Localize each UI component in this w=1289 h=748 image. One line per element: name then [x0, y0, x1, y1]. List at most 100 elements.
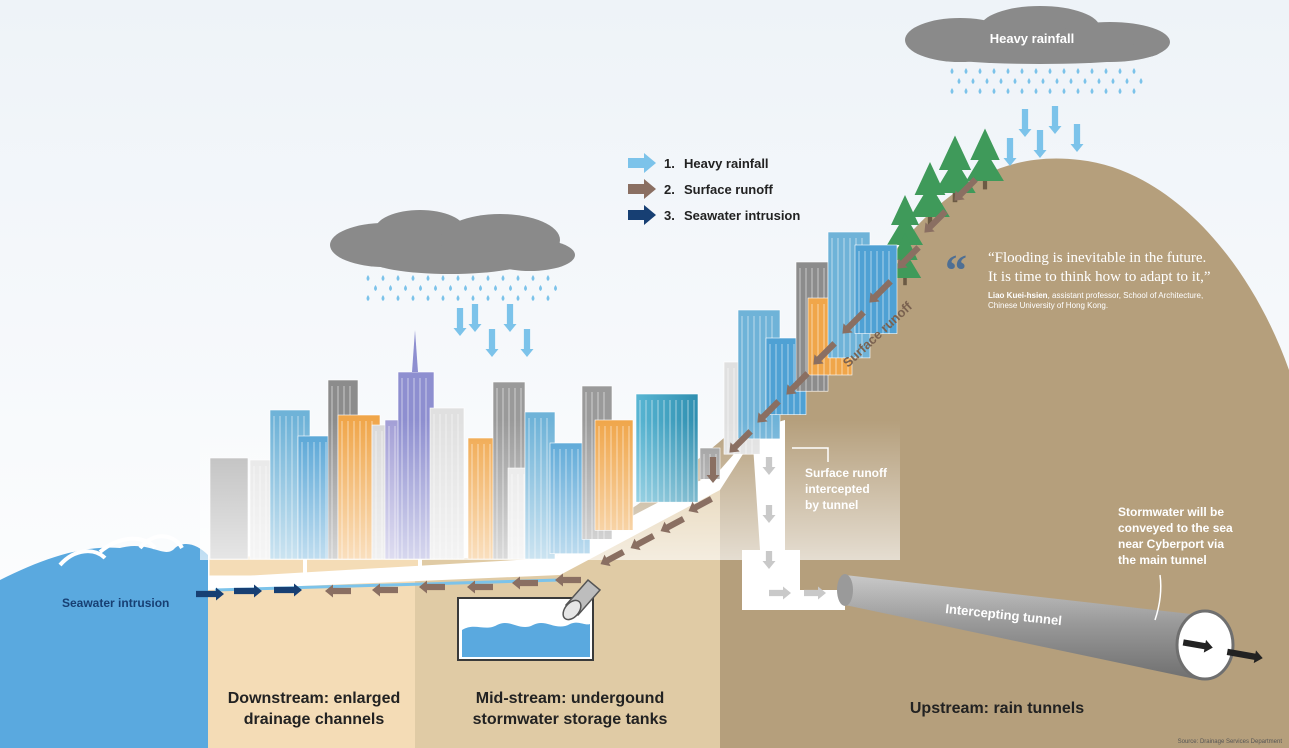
legend-seawater-arrow-icon	[628, 205, 656, 225]
raindrop-icon	[1132, 68, 1136, 74]
channel-water	[214, 578, 561, 592]
rain-arrow-icon-shape	[520, 329, 534, 357]
legend-item-seawater-intrusion: 3. Seawater intrusion	[628, 205, 800, 225]
raindrop-icon	[509, 285, 512, 291]
intercepted-callout: Surface runoff intercepted by tunnel	[792, 447, 888, 512]
outlet-arrow-icon-shape	[1226, 648, 1263, 664]
rain-arrow-icon-shape	[1003, 138, 1017, 166]
raindrop-icon	[1139, 78, 1143, 84]
raindrop-icon	[1055, 78, 1059, 84]
raindrop-icon	[1034, 68, 1038, 74]
raindrop-icon	[381, 295, 385, 301]
rain-arrow-icon	[1018, 109, 1032, 137]
runoff-arrow-icon-shape	[786, 371, 810, 395]
raindrop-icon	[1104, 68, 1108, 74]
shaft-arrow-icon-shape	[804, 586, 826, 600]
raindrop-icon	[554, 285, 557, 291]
raindrop-icon	[404, 285, 407, 291]
runoff-arrow-icon-shape	[467, 580, 493, 594]
section-title-midstream: stormwater storage tanks	[473, 711, 668, 728]
pine-tree-canopy	[966, 128, 1004, 181]
runoff-arrow-icon-shape	[869, 279, 893, 303]
runoff-arrow-icon	[467, 580, 493, 594]
pine-tree-trunk	[903, 278, 907, 286]
runoff-arrow-icon	[630, 533, 655, 551]
raindrop-icon	[978, 88, 982, 94]
rain-cloud-city	[330, 210, 575, 274]
raindrop-icon	[546, 295, 550, 301]
shaft-arrow-icon	[762, 457, 776, 475]
raindrop-icon	[501, 295, 505, 301]
raindrop-icon	[1062, 68, 1066, 74]
quote-line: “Flooding is inevitable in the future.	[988, 250, 1206, 266]
runoff-arrow-icon	[512, 576, 538, 590]
rain-arrow-icon	[1070, 124, 1084, 152]
rain-cloud-hill	[905, 6, 1170, 64]
rain-arrow-icon	[1033, 130, 1047, 158]
raindrop-icon	[1090, 68, 1094, 74]
section-title-downstream: Downstream: enlarged	[228, 690, 400, 707]
raindrop-icon	[985, 78, 989, 84]
quote-line: It is time to think how to adapt to it,”	[988, 269, 1210, 285]
section-title-midstream: Mid-stream: undergound	[476, 690, 664, 707]
raindrop-icon	[426, 295, 430, 301]
runoff-arrow-icon	[813, 341, 837, 365]
legend: 1. Heavy rainfall 2. Surface runoff 3. S…	[628, 153, 800, 225]
raindrop-icon	[1104, 88, 1108, 94]
building	[765, 337, 807, 415]
raindrop-icon	[464, 285, 467, 291]
rain-arrow-icon-shape	[485, 329, 499, 357]
pine-tree-icon	[910, 162, 950, 226]
sea	[0, 544, 208, 748]
runoff-arrow-icon-shape	[897, 245, 921, 269]
raindrop-icon	[396, 275, 400, 281]
stormwater-callout: Stormwater will be conveyed to the sea n…	[1118, 505, 1233, 621]
runoff-arrow-icon-shape	[555, 573, 581, 587]
raindrop-icon	[516, 275, 520, 281]
shaft-arrow-icon	[769, 586, 791, 600]
sea-waves	[58, 534, 184, 567]
raindrop-icon	[486, 275, 490, 281]
legend-number: 1.	[664, 156, 675, 171]
runoff-arrow-icon-shape	[813, 341, 837, 365]
raindrop-icon	[389, 285, 392, 291]
raindrop-icon	[516, 295, 520, 301]
runoff-arrow-icon	[660, 516, 685, 534]
raindrop-icon	[456, 275, 460, 281]
pine-tree-icon	[966, 128, 1004, 190]
raindrop-icon	[441, 275, 445, 281]
runoff-arrow-icon-shape	[600, 549, 625, 567]
raindrop-icon	[531, 295, 535, 301]
pine-tree-trunk	[982, 181, 988, 190]
raindrop-icon	[486, 295, 490, 301]
runoff-arrow-icon	[419, 580, 445, 594]
seawater-intrusion-label: Seawater intrusion	[62, 596, 169, 610]
rain-arrow-icon	[453, 308, 467, 336]
raindrop-icon	[434, 285, 437, 291]
legend-number: 3.	[664, 208, 675, 223]
section-title-downstream: drainage channels	[244, 711, 385, 728]
legend-item-heavy-rainfall: 1. Heavy rainfall	[628, 153, 769, 173]
runoff-arrow-icon	[869, 279, 893, 303]
rain-arrow-icon-shape	[453, 308, 467, 336]
seawater-arrow-icon-shape	[274, 583, 302, 597]
flow-arrows	[196, 106, 1263, 664]
raindrop-icon	[957, 78, 961, 84]
raindrop-icon	[411, 275, 415, 281]
runoff-arrow-icon	[729, 429, 753, 453]
stormwater-line: Stormwater will be	[1118, 505, 1224, 519]
raindrop-icon	[1062, 88, 1066, 94]
raindrop-icon	[479, 285, 482, 291]
raindrop-icon	[1111, 78, 1115, 84]
raindrops-hill	[950, 68, 1143, 94]
raindrop-icon	[471, 275, 475, 281]
rain-arrow-icon-shape	[468, 304, 482, 332]
raindrop-icon	[950, 68, 954, 74]
rain-arrow-icon-shape	[1033, 130, 1047, 158]
raindrop-icon	[1020, 68, 1024, 74]
runoff-arrow-icon	[842, 310, 866, 334]
raindrop-icon	[1006, 68, 1010, 74]
raindrop-icon	[449, 285, 452, 291]
outlet-arrow-icon-shape	[1182, 639, 1213, 653]
